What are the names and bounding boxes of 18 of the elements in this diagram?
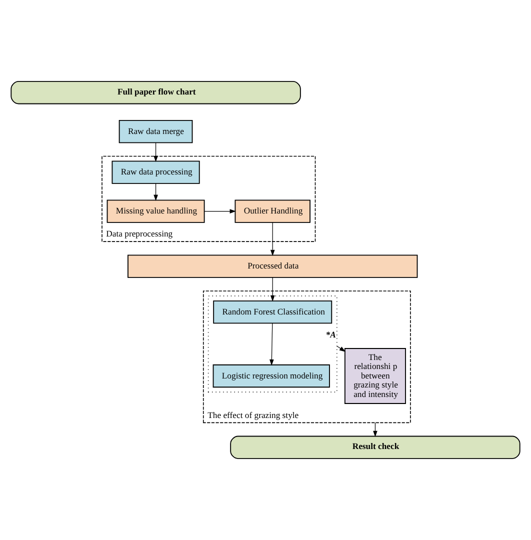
arrow — [336, 346, 346, 352]
node-box: Full paper flow chart — [10, 81, 301, 104]
node-box: Raw data merge — [118, 120, 193, 144]
arrow — [270, 322, 274, 366]
arrow — [204, 209, 236, 214]
node-box: Outlier Handling — [234, 200, 310, 223]
edge-label: *A — [326, 330, 336, 340]
arrow — [270, 222, 275, 256]
node-box: Random Forest Classification — [213, 300, 332, 324]
node-box: Result check — [230, 436, 520, 459]
node-box: Logistic regression modeling — [212, 364, 330, 388]
arrow — [154, 183, 158, 201]
node-box: Raw data processing — [112, 160, 200, 184]
arrow — [270, 277, 275, 302]
node-box: Missing value handling — [106, 200, 205, 223]
arrow — [154, 142, 158, 162]
node-box: The relationshi p between grazing style and intensity — [344, 348, 406, 404]
node-box: Processed data — [128, 254, 418, 278]
